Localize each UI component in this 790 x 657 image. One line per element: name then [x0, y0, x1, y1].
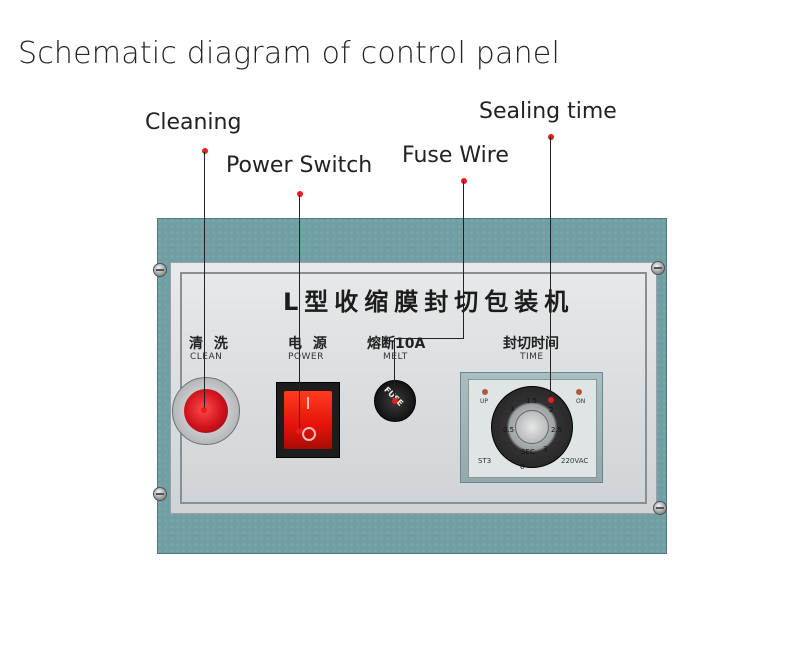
timer-on-led-icon — [576, 389, 582, 395]
melt-label-en: MELT — [383, 352, 408, 362]
callout-sealing-time: Sealing time — [479, 99, 617, 124]
timer-tick-label: 2 — [549, 406, 554, 414]
timer-up-label: UP — [480, 398, 489, 405]
timer-model: ST3 — [478, 457, 492, 465]
timer-up-led-icon — [482, 389, 488, 395]
power-on-mark-icon — [307, 397, 309, 409]
time-label-cn: 封切时间 — [503, 336, 559, 352]
leader-line-sealing — [550, 137, 551, 399]
power-label-cn: 电 源 — [288, 336, 330, 352]
timer-unit: SEC. — [521, 448, 537, 456]
callout-power-switch: Power Switch — [226, 153, 373, 178]
time-label-en: TIME — [520, 352, 544, 362]
timer-tick-label: 0.5 — [503, 426, 515, 434]
power-off-mark-icon — [302, 427, 316, 441]
leader-line-power — [299, 195, 300, 430]
timer-voltage: 220VAC — [561, 457, 589, 465]
power-rocker — [284, 391, 332, 449]
melt-label-cn: 熔断10A — [367, 336, 426, 352]
clean-label-en: CLEAN — [190, 352, 223, 362]
screw-icon — [153, 263, 167, 277]
power-label-en: POWER — [288, 352, 324, 362]
callout-dot-icon — [297, 191, 303, 197]
leader-line-cleaning — [204, 152, 205, 410]
callout-dot-icon — [392, 398, 398, 404]
leader-line-fuse-vertical — [463, 181, 464, 339]
callout-cleaning: Cleaning — [145, 110, 242, 135]
timer-tick-label: 2.5 — [551, 426, 563, 434]
callout-dot-icon — [461, 178, 467, 184]
clean-label-cn: 清 洗 — [189, 336, 231, 352]
screw-icon — [651, 261, 665, 275]
screw-icon — [653, 501, 667, 515]
timer-tick-label: 3 — [543, 445, 548, 453]
leader-line-fuse-drop — [394, 338, 395, 400]
timer-on-label: ON — [576, 398, 586, 405]
callout-dot-icon — [202, 148, 208, 154]
timer-tick-label: 1 — [510, 405, 515, 413]
timer-knob[interactable] — [515, 410, 549, 444]
callout-dot-icon — [548, 134, 554, 140]
callout-dot-icon — [201, 407, 207, 413]
leader-line-fuse-horizontal — [394, 338, 464, 339]
panel-heading: L型收缩膜封切包装机 — [283, 288, 575, 316]
timer-tick-label: 1.5 — [526, 397, 538, 405]
timer-tick-label: 0 — [520, 463, 525, 471]
screw-icon — [153, 487, 167, 501]
diagram-title: Schematic diagram of control panel — [18, 36, 560, 71]
callout-dot-icon — [548, 397, 554, 403]
callout-fuse-wire: Fuse Wire — [402, 143, 509, 168]
power-switch[interactable] — [276, 382, 340, 458]
callout-dot-icon — [296, 428, 302, 434]
